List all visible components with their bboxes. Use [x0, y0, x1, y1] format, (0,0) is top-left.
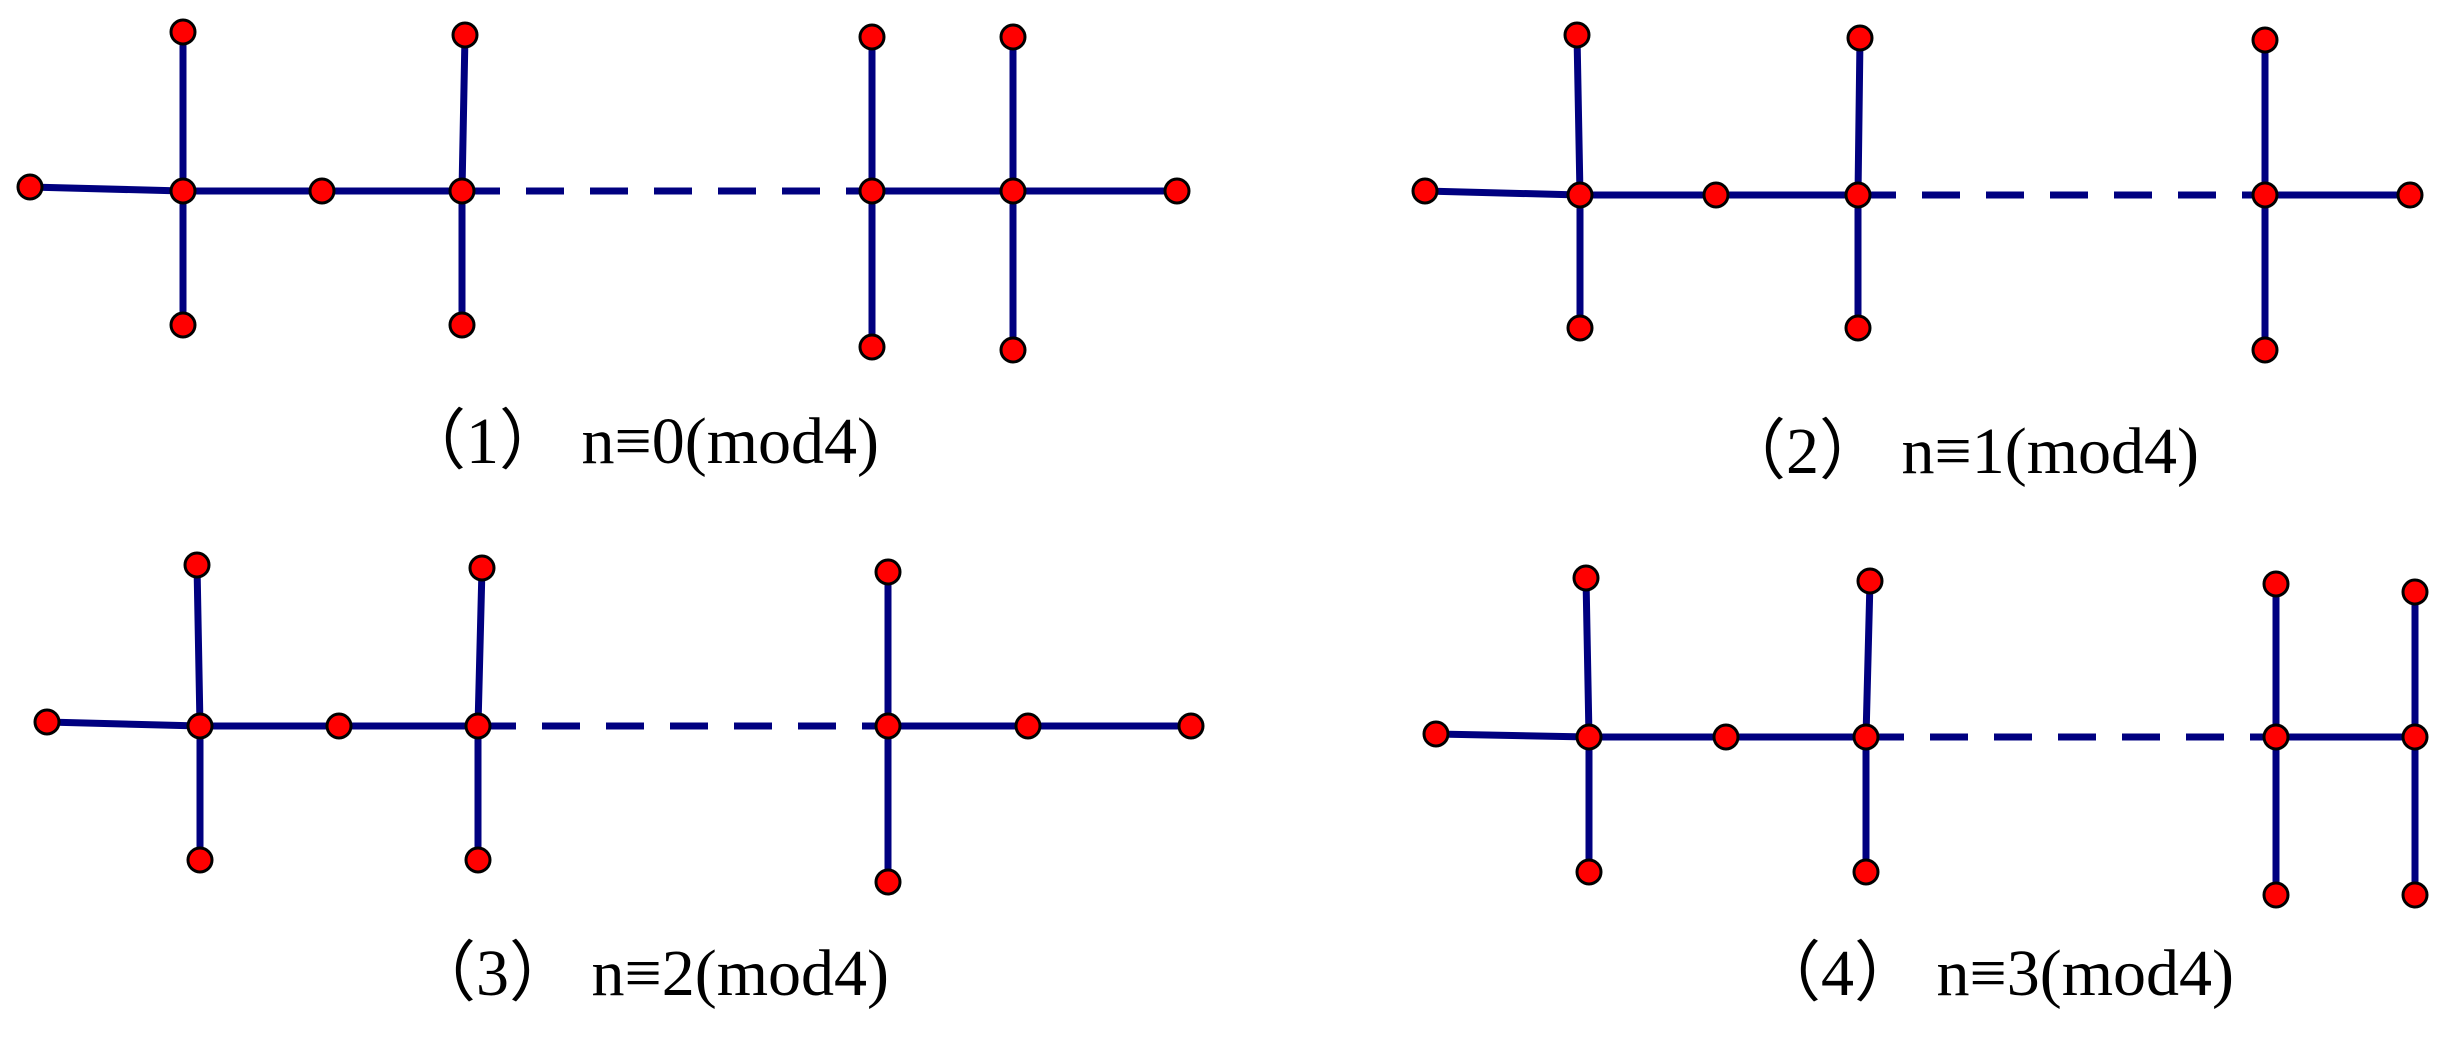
panel-2-vertex-2	[1563, 21, 1591, 49]
panel-4-vertex-6	[1856, 567, 1884, 595]
panel-4-vertex-7	[1852, 723, 1880, 751]
panel-4-edge-5	[1862, 577, 1874, 741]
panel-1-vertex-14	[999, 336, 1027, 364]
panel-3-vertex-7	[464, 712, 492, 740]
panel-3-vertex-1	[33, 708, 61, 736]
panel-2-vertex-12	[2396, 181, 2424, 209]
panel-4-vertex-14	[2401, 881, 2429, 909]
panel-1-vertex-7	[448, 177, 476, 205]
panel-4-vertex-4	[1575, 858, 1603, 886]
panel-4-vertex-12	[2401, 578, 2429, 606]
panel-1-vertex-8	[448, 311, 476, 339]
panel-4-edge-3	[1582, 574, 1593, 741]
panel-3	[33, 551, 1205, 896]
panel-3-vertex-8	[464, 846, 492, 874]
panel-2-caption: （2） n≡1(mod4)	[1720, 415, 2199, 488]
panel-1-vertex-6	[451, 21, 479, 49]
panel-3-vertex-13	[1177, 712, 1205, 740]
panel-1-vertex-15	[1163, 177, 1191, 205]
panel-3-vertex-12	[1014, 712, 1042, 740]
panel-3-edge-5	[474, 564, 486, 730]
panel-3-vertex-4	[186, 846, 214, 874]
panel-1	[16, 18, 1191, 364]
panel-2-vertex-3	[1566, 181, 1594, 209]
panel-4-vertex-13	[2401, 723, 2429, 751]
panel-2-vertex-7	[1844, 181, 1872, 209]
panel-2-edge-1	[1421, 187, 1584, 199]
panel-3-vertex-11	[874, 868, 902, 896]
panel-4	[1422, 564, 2429, 909]
panel-4-edge-1	[1432, 730, 1593, 741]
panel-2-vertex-9	[2251, 26, 2279, 54]
panel-2-vertex-5	[1702, 181, 1730, 209]
panel-2-vertex-11	[2251, 336, 2279, 364]
panel-1-edge-5	[458, 31, 469, 195]
panel-4-vertex-9	[2262, 570, 2290, 598]
panel-4-vertex-3	[1575, 723, 1603, 751]
panel-1-vertex-3	[169, 177, 197, 205]
panel-1-vertex-9	[858, 23, 886, 51]
panel-4-caption: （4） n≡3(mod4)	[1755, 937, 2234, 1010]
panel-2-vertex-1	[1411, 177, 1439, 205]
panel-2-vertex-8	[1844, 314, 1872, 342]
panel-4-vertex-8	[1852, 858, 1880, 886]
panel-2	[1411, 21, 2424, 364]
panel-4-vertex-2	[1572, 564, 1600, 592]
panel-2-vertex-4	[1566, 314, 1594, 342]
panel-2-edge-3	[1573, 31, 1584, 199]
panel-1-vertex-13	[999, 177, 1027, 205]
panel-3-vertex-2	[183, 551, 211, 579]
panel-1-vertex-1	[16, 173, 44, 201]
panel-3-edge-3	[193, 561, 204, 730]
panel-3-caption: （3） n≡2(mod4)	[410, 937, 889, 1010]
panel-3-edge-1	[43, 718, 204, 730]
panel-3-vertex-10	[874, 712, 902, 740]
panel-2-vertex-10	[2251, 181, 2279, 209]
panel-1-edge-1	[26, 183, 187, 195]
panel-1-vertex-11	[858, 333, 886, 361]
panel-3-vertex-9	[874, 558, 902, 586]
panel-2-vertex-6	[1846, 24, 1874, 52]
panel-2-edge-5	[1854, 34, 1864, 199]
panel-3-vertex-3	[186, 712, 214, 740]
panel-1-vertex-2	[169, 18, 197, 46]
panel-1-vertex-4	[169, 311, 197, 339]
panel-4-vertex-11	[2262, 881, 2290, 909]
panel-1-vertex-5	[308, 177, 336, 205]
panel-1-vertex-12	[999, 23, 1027, 51]
panel-4-vertex-5	[1712, 723, 1740, 751]
panel-1-caption: （1） n≡0(mod4)	[400, 405, 879, 478]
panel-4-vertex-1	[1422, 720, 1450, 748]
panel-4-vertex-10	[2262, 723, 2290, 751]
panel-1-vertex-10	[858, 177, 886, 205]
panel-3-vertex-5	[325, 712, 353, 740]
panel-3-vertex-6	[468, 554, 496, 582]
